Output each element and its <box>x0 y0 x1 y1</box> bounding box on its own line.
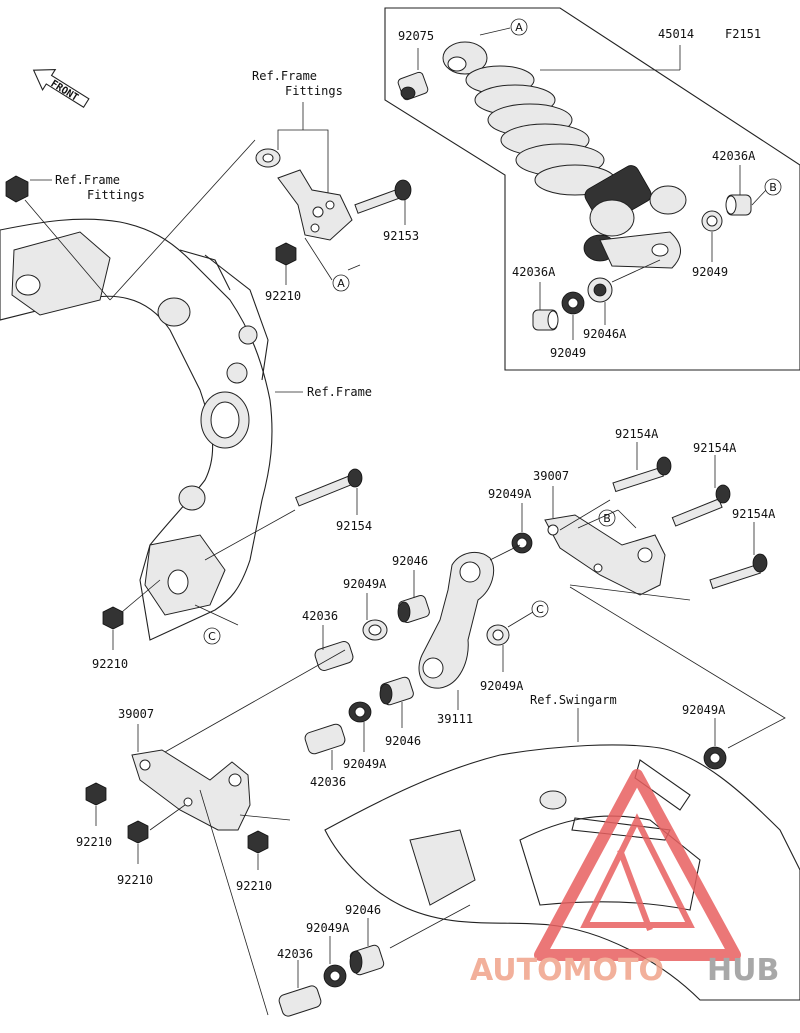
frame-structure <box>0 218 273 641</box>
frame-fitting-washer <box>255 148 281 168</box>
watermark-automoto: AUTOMOTO <box>470 953 664 988</box>
callout-a-frame: A <box>337 277 345 290</box>
seal-92049A-5 <box>703 746 727 770</box>
frame-fitting-bracket <box>277 169 353 241</box>
collar-42036A-left <box>532 309 559 331</box>
label-92049A-6: 92049A <box>306 921 350 935</box>
label-92210-mid: 92210 <box>92 657 128 671</box>
bolt-92154A-3 <box>709 553 768 590</box>
label-39111: 39111 <box>437 712 473 726</box>
label-92046-3: 92046 <box>345 903 381 917</box>
label-92154: 92154 <box>336 519 372 533</box>
label-92049-bottom: 92049 <box>550 346 586 360</box>
label-92075: 92075 <box>398 29 434 43</box>
seal-92049A-2 <box>362 619 388 641</box>
label-42036-2: 42036 <box>310 775 346 789</box>
swingarm <box>324 744 800 1001</box>
seal-92049-bottom <box>561 291 585 315</box>
nut-92210-b <box>127 820 149 844</box>
ref-frame-fittings-top-line1: Ref.Frame <box>252 69 317 83</box>
bolt-92153 <box>354 179 412 214</box>
label-92049-right: 92049 <box>692 265 728 279</box>
label-92210-c: 92210 <box>236 879 272 893</box>
bushing-92075 <box>397 71 429 101</box>
label-92210-b: 92210 <box>117 873 153 887</box>
label-92049A-4: 92049A <box>343 757 387 771</box>
label-92046-2: 92046 <box>385 734 421 748</box>
nut-92210-a <box>85 782 107 806</box>
frame-fitting-left-nut <box>5 175 29 203</box>
needle-bearing-92046-1 <box>397 595 430 623</box>
ref-frame-fittings-left-line1: Ref.Frame <box>55 173 120 187</box>
label-92154A-3: 92154A <box>732 507 776 521</box>
tie-rod-plate-39007-left <box>131 749 251 831</box>
collar-42036A-right <box>725 194 752 216</box>
ref-frame-label: Ref.Frame <box>307 385 372 399</box>
shock-absorber-inset: F2151 <box>384 7 800 371</box>
needle-bearing-92046A <box>587 277 613 303</box>
collar-42036-2 <box>304 723 346 755</box>
callout-b-inset: B <box>769 181 777 194</box>
nut-92210-mid <box>102 606 124 630</box>
callout-b-plate: B <box>603 512 611 525</box>
nut-92210-c <box>247 830 269 854</box>
ref-frame-fittings-left-line2: Fittings <box>87 188 145 202</box>
callout-c-rocker: C <box>536 603 544 616</box>
seal-92049A-4 <box>348 701 372 723</box>
label-42036A-left: 42036A <box>512 265 556 279</box>
bolt-92154A-2 <box>671 484 731 527</box>
label-92210-top: 92210 <box>265 289 301 303</box>
bolt-92154 <box>295 468 363 507</box>
label-92049A-3: 92049A <box>480 679 524 693</box>
collar-42036-3 <box>278 985 322 1017</box>
nut-92210-top <box>275 242 297 266</box>
label-45014: 45014 <box>658 27 694 41</box>
callout-a-inset: A <box>515 21 523 34</box>
label-42036-3: 42036 <box>277 947 313 961</box>
ref-swingarm-label: Ref.Swingarm <box>530 693 617 707</box>
label-92154A-2: 92154A <box>693 441 737 455</box>
figure-code: F2151 <box>725 27 761 41</box>
front-direction-marker: FRONT <box>32 68 90 109</box>
seal-92049A-3 <box>486 624 510 646</box>
label-92210-a: 92210 <box>76 835 112 849</box>
label-39007-left: 39007 <box>118 707 154 721</box>
label-92049A-1: 92049A <box>488 487 532 501</box>
automotohub-watermark: AUTOMOTO HUB <box>470 769 779 988</box>
label-42036-1: 42036 <box>302 609 338 623</box>
label-92049A-5: 92049A <box>682 703 726 717</box>
rocker-arm-39111 <box>418 551 494 689</box>
needle-bearing-92046-2 <box>379 676 414 706</box>
seal-92049A-6 <box>323 964 347 988</box>
watermark-hub: HUB <box>707 953 779 988</box>
shock-absorber <box>442 41 687 269</box>
label-92049A-2: 92049A <box>343 577 387 591</box>
front-label: FRONT <box>49 78 80 103</box>
label-39007-right: 39007 <box>533 469 569 483</box>
ref-frame-fittings-top-line2: Fittings <box>285 84 343 98</box>
bolt-92154A-1 <box>612 456 672 493</box>
seal-92049A-1 <box>511 532 533 554</box>
label-92046-1: 92046 <box>392 554 428 568</box>
needle-bearing-92046-3 <box>349 944 385 976</box>
callout-c-frame: C <box>208 630 216 643</box>
tie-rod-plate-39007-right <box>544 514 666 596</box>
seal-92049-right <box>701 210 723 232</box>
label-92154A-1: 92154A <box>615 427 659 441</box>
label-42036A-top: 42036A <box>712 149 756 163</box>
label-92046A: 92046A <box>583 327 627 341</box>
label-92153: 92153 <box>383 229 419 243</box>
